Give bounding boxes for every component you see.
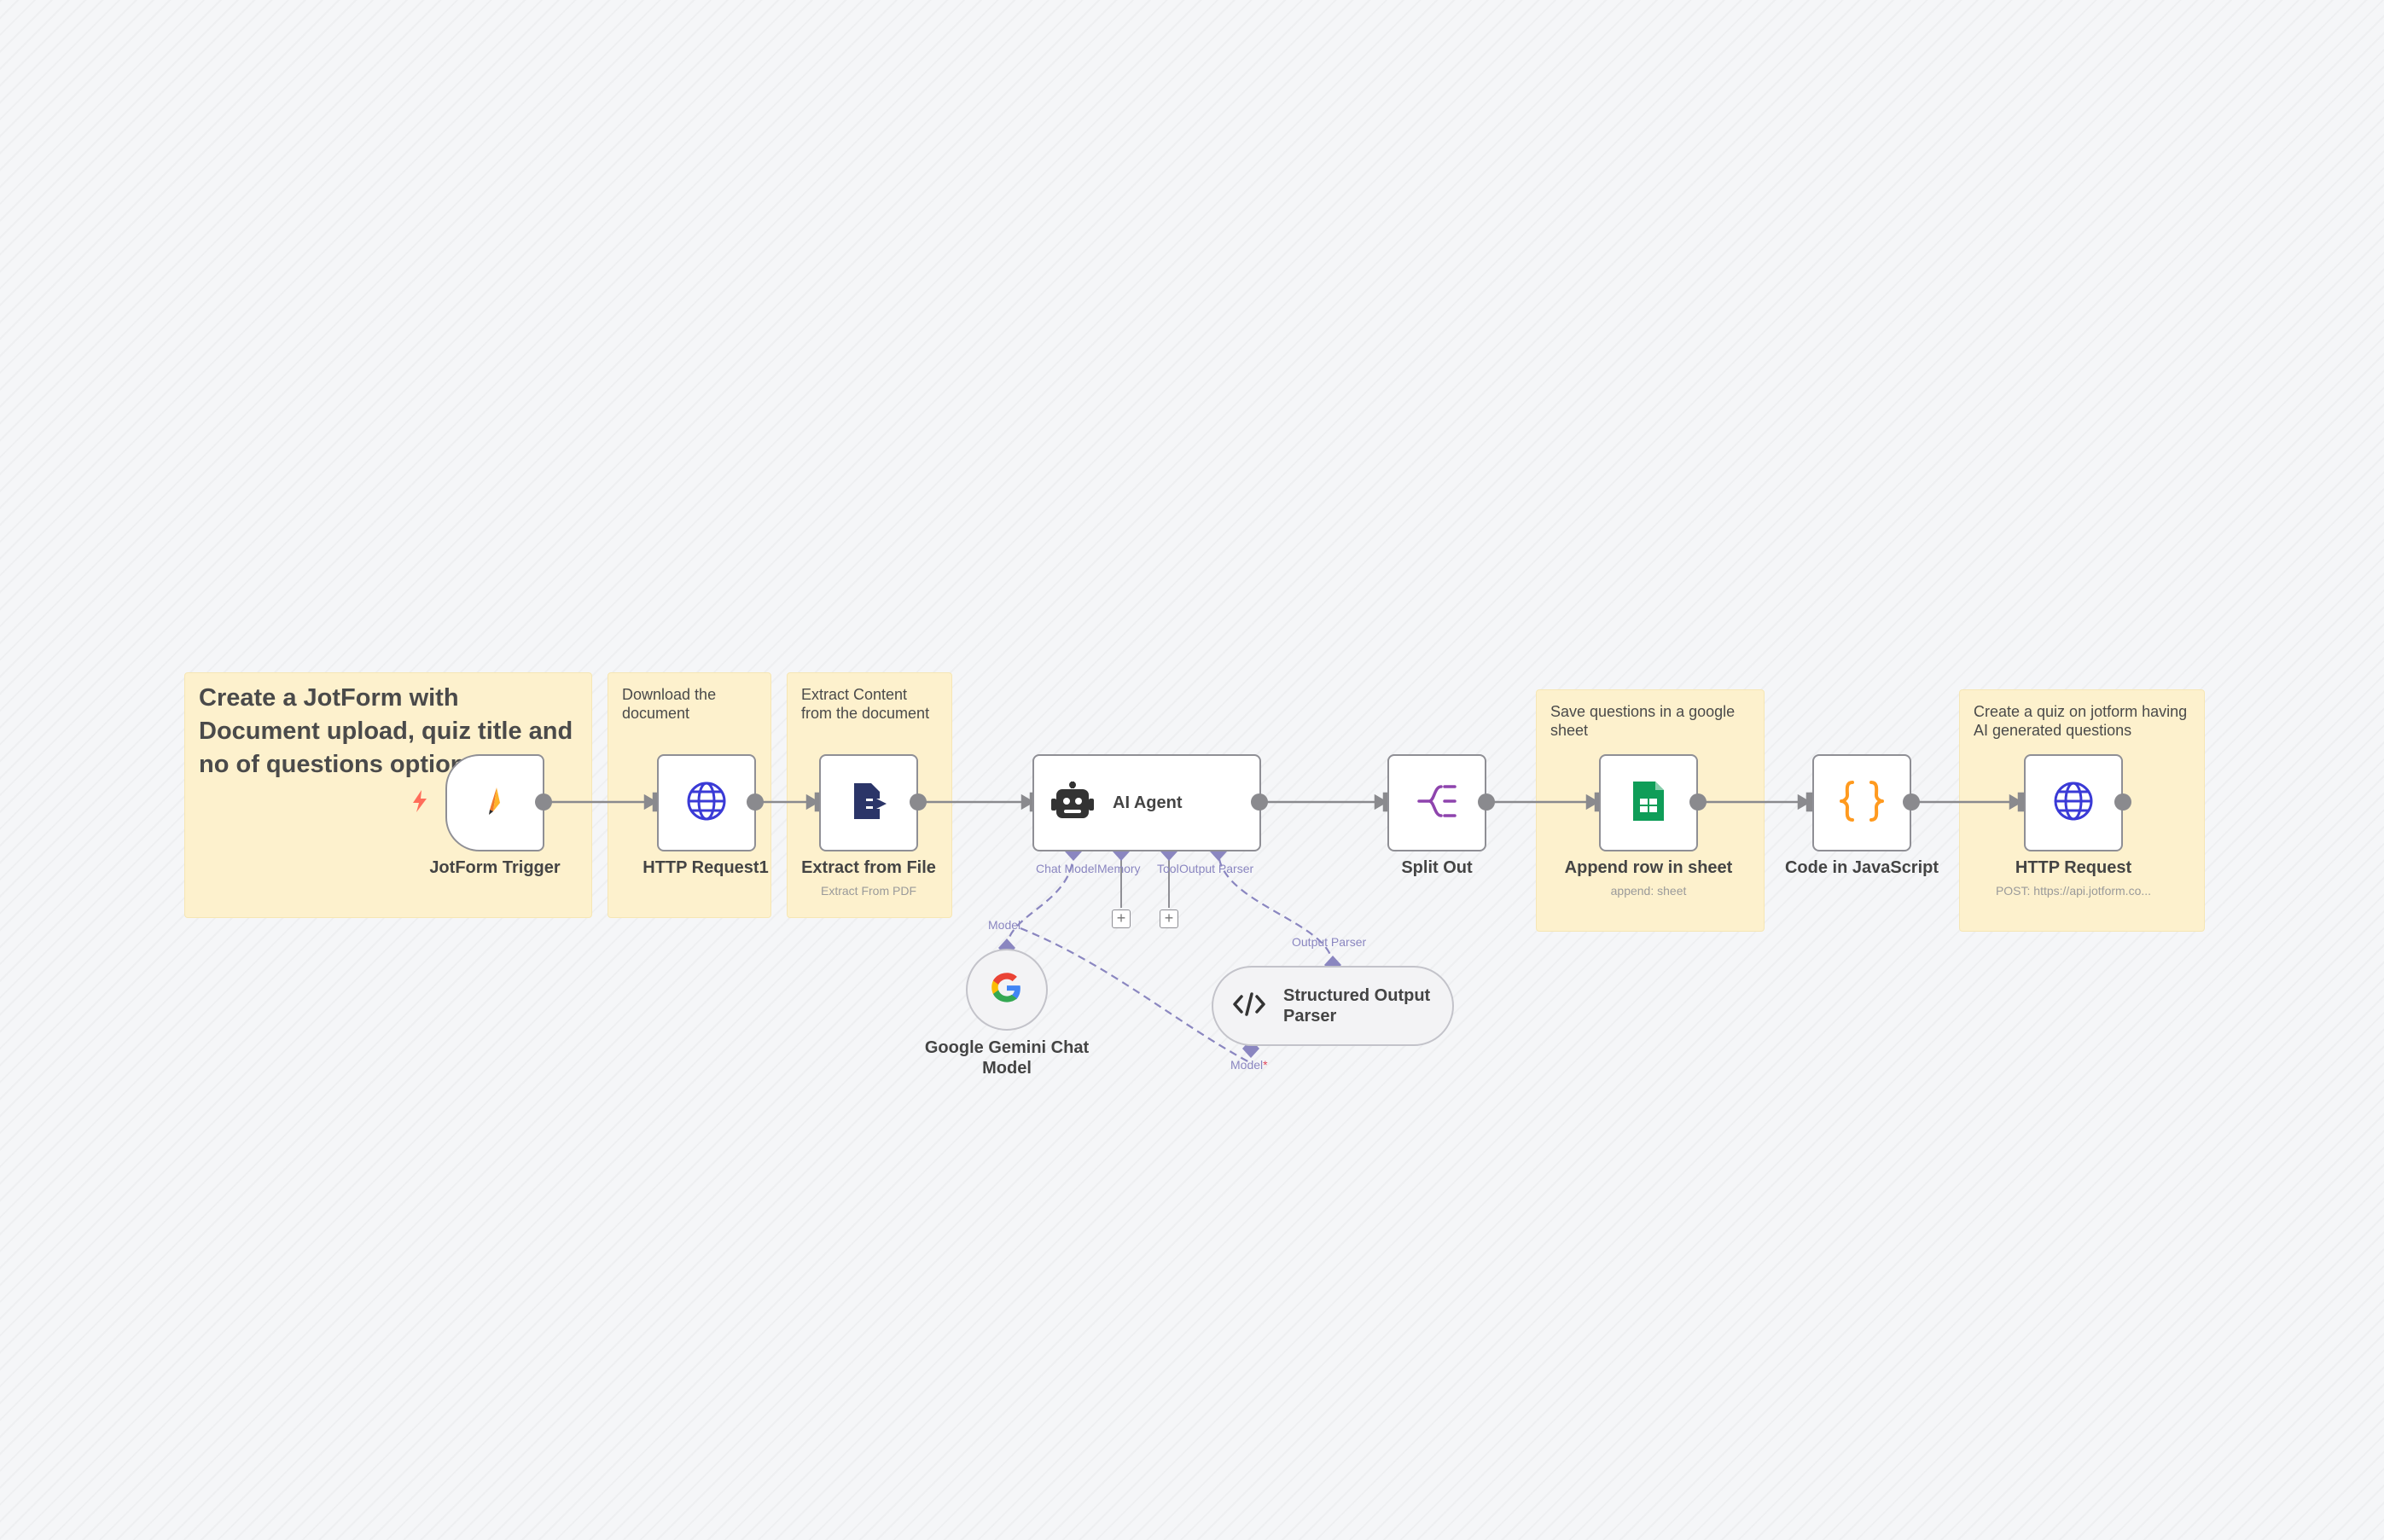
append-row-node[interactable] xyxy=(1599,754,1698,851)
input-port xyxy=(2017,792,2025,812)
gemini-chat-model-node[interactable] xyxy=(966,949,1048,1031)
output-port[interactable] xyxy=(910,793,927,811)
output-port[interactable] xyxy=(1478,793,1495,811)
arrow-head xyxy=(1020,793,1035,811)
http-request-title: HTTP Request xyxy=(2015,858,2132,877)
arrow-head xyxy=(1374,793,1388,811)
ai-agent-title: AI Agent xyxy=(1113,793,1183,812)
robot-icon xyxy=(1051,781,1094,825)
http-request-subtitle: POST: https://api.jotform.co... xyxy=(1995,884,2152,898)
code-javascript-title: Code in JavaScript xyxy=(1784,858,1939,877)
extract-from-file-node[interactable] xyxy=(819,754,918,851)
arrow-head xyxy=(805,793,820,811)
globe-icon xyxy=(685,780,728,827)
code-javascript-node[interactable] xyxy=(1812,754,1911,851)
code-tag-icon xyxy=(1232,991,1266,1021)
arrow-head xyxy=(2009,793,2023,811)
http-request-node[interactable] xyxy=(2024,754,2123,851)
tool-port-label: Tool xyxy=(1157,862,1179,875)
sticky-note-text: Create a JotForm with Document upload, q… xyxy=(199,684,573,778)
jotform-icon xyxy=(478,784,512,822)
append-row-subtitle: append: sheet xyxy=(1610,884,1687,898)
add-memory-button[interactable]: + xyxy=(1112,909,1131,928)
google-icon xyxy=(991,972,1023,1008)
http-request1-title: HTTP Request1 xyxy=(643,858,769,877)
extract-from-file-title: Extract from File xyxy=(801,858,936,877)
arrow-head xyxy=(643,793,658,811)
connection-parser-to-agent xyxy=(1217,851,1334,967)
connection-gemini-to-parser xyxy=(1020,927,1252,1064)
arrow-head xyxy=(1585,793,1600,811)
output-parser-port-label: Output Parser xyxy=(1179,862,1254,875)
sticky-note-text: Save questions in a google sheet xyxy=(1550,703,1736,739)
google-sheets-icon xyxy=(1631,780,1666,827)
output-port[interactable] xyxy=(1689,793,1707,811)
output-port[interactable] xyxy=(535,793,552,811)
append-row-title: Append row in sheet xyxy=(1564,858,1733,877)
split-out-title: Split Out xyxy=(1401,858,1473,877)
jotform-trigger-title: JotForm Trigger xyxy=(429,858,561,877)
globe-icon xyxy=(2052,780,2095,827)
add-tool-button[interactable]: + xyxy=(1160,909,1178,928)
ai-agent-node[interactable]: AI Agent xyxy=(1032,754,1261,851)
structured-output-parser-node[interactable]: Structured Output Parser xyxy=(1212,966,1454,1046)
trigger-bolt-icon xyxy=(411,790,428,816)
output-port[interactable] xyxy=(2114,793,2131,811)
http-request1-node[interactable] xyxy=(657,754,756,851)
memory-port-label: Memory xyxy=(1097,862,1141,875)
extract-from-file-subtitle: Extract From PDF xyxy=(820,884,916,898)
split-out-icon xyxy=(1416,780,1458,827)
output-port[interactable] xyxy=(747,793,764,811)
gemini-chat-model-title: Google Gemini Chat Model xyxy=(924,1038,1090,1078)
split-out-node[interactable] xyxy=(1387,754,1486,851)
arrow-head xyxy=(1797,793,1811,811)
output-port[interactable] xyxy=(1903,793,1920,811)
sticky-note-text: Download the document xyxy=(622,686,717,722)
input-port xyxy=(1805,792,1813,812)
parser-model-port-label: Model* xyxy=(1230,1058,1268,1072)
output-port[interactable] xyxy=(1251,793,1268,811)
code-braces-icon xyxy=(1839,780,1885,827)
structured-output-parser-title: Structured Output Parser xyxy=(1283,986,1431,1026)
jotform-trigger-node[interactable] xyxy=(445,754,544,851)
connection-gemini-to-agent xyxy=(1005,851,1075,950)
parser-output-port-label: Output Parser xyxy=(1292,935,1367,949)
chat-model-port-label: Chat Model xyxy=(1036,862,1097,875)
file-extract-icon xyxy=(847,780,890,827)
sticky-note-text: Create a quiz on jotform having AI gener… xyxy=(1974,703,2188,739)
sticky-note-text: Extract Content from the document xyxy=(801,686,930,722)
gemini-model-port-label: Model xyxy=(988,918,1021,932)
